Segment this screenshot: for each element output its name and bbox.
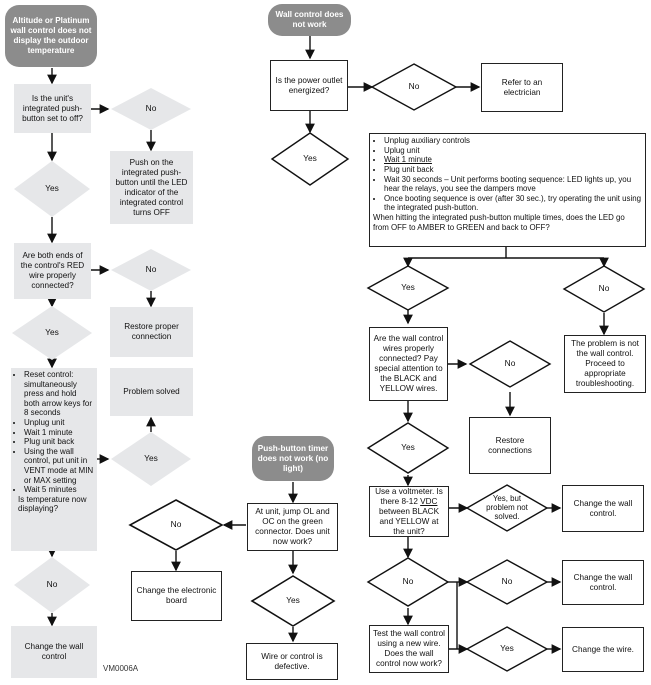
label-yes-2: Yes [45,327,59,337]
q-new-wire: Test the wall control using a new wire. … [369,625,449,673]
q-wires-connected: Are the wall control wires properly conn… [369,327,448,401]
footer-code: VM0006A [103,664,139,673]
label-yes-5: Yes [401,282,415,292]
label-no-2: No [145,264,157,274]
start-pushbutton-timer: Push-button timer does not work (no ligh… [252,436,334,481]
label-no-5: No [598,283,610,293]
diamonds-col3 [128,499,336,627]
diamonds-col2 [270,63,646,672]
change-wall-control-1: Change the wall control [11,626,97,678]
change-wall-control-3: Change the wall control. [562,560,644,605]
boot-step: Plug unit back [384,165,642,175]
change-board: Change the electronic board [131,571,222,621]
reset-step: Using the wall control, put unit in VENT… [24,447,94,485]
change-wall-control-2: Change the wall control. [562,485,644,532]
reset-step: Plug unit back [24,437,94,447]
label-yes-6: Yes [401,442,415,452]
q-red-wire: Are both ends of the control's RED wire … [14,243,91,299]
q-voltmeter: Use a voltmeter. Is there 8-12 VDC betwe… [369,486,449,537]
label-yes-1: Yes [45,183,59,193]
label-yes-4: Yes [303,153,317,163]
start-outdoor-temp: Altitude or Platinum wall control does n… [5,5,97,67]
label-no-9: No [170,519,182,529]
label-no-4: No [408,81,420,91]
diamonds-col1 [12,88,191,613]
label-yes-8: Yes [286,595,300,605]
label-no-1: No [145,103,157,113]
refer-electrician: Refer to an electrician [481,63,563,112]
reset-step: Wait 1 minute [24,428,94,438]
q-power-outlet: Is the power outlet energized? [270,60,348,111]
connectors-col1 [47,68,156,627]
not-wall-control: The problem is not the wall control. Pro… [564,335,646,393]
label-no-6: No [504,358,516,368]
boot-step: Once booting sequence is over (after 30 … [384,194,642,213]
change-wire: Change the wire. [562,627,644,672]
reset-step: Wait 5 minutes [24,485,94,495]
push-on-box: Push on the integrated push-button until… [110,151,193,224]
problem-solved: Problem solved [110,368,193,416]
q-voltmeter-vdc: VDC [420,496,438,506]
restore-connection: Restore proper connection [110,307,193,357]
label-no-3: No [46,579,58,589]
boot-step: Wait 30 seconds – Unit performs booting … [384,175,642,194]
restore-connections: Restore connections [469,417,551,474]
boot-step: Unplug auxiliary controls [384,136,642,146]
reset-steps: Reset control: simultaneously press and … [11,368,97,551]
label-yes-but: Yes, but problem not solved. [486,494,528,522]
reset-question: Is temperature now displaying? [18,494,87,514]
start-wall-control: Wall control does not work [268,4,351,36]
connectors-col2 [305,36,609,654]
booting-steps: Unplug auxiliary controls Uplug unit Wai… [369,133,646,247]
label-yes-3: Yes [144,453,158,463]
boot-step: Wait 1 minute [384,155,642,165]
booting-question: When hitting the integrated push-button … [373,213,625,232]
boot-step: Uplug unit [384,146,642,156]
wire-defective: Wire or control is defective. [246,643,338,680]
q-jump-ol-oc: At unit, jump OL and OC on the green con… [247,503,338,551]
label-no-8: No [501,576,513,586]
q-voltmeter-b: between BLACK and YELLOW at the unit? [378,506,440,536]
connectors-col3 [171,482,298,643]
q-voltmeter-a: Use a voltmeter. Is there 8-12 [375,486,443,506]
reset-step: Reset control: simultaneously press and … [24,370,94,418]
q-pushbutton-off: Is the unit's integrated push-button set… [14,84,91,133]
label-no-7: No [402,576,414,586]
reset-step: Unplug unit [24,418,94,428]
label-yes-7: Yes [500,643,514,653]
